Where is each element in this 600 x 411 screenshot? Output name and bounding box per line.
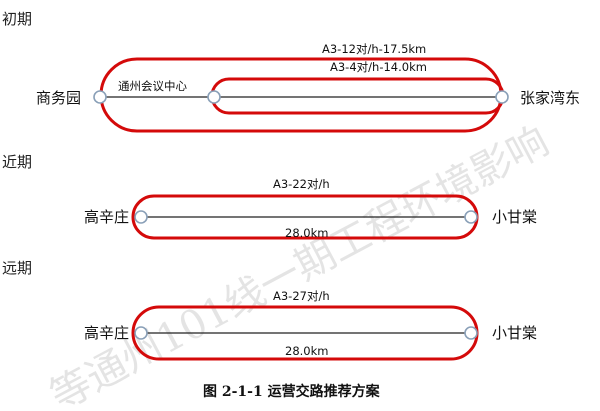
- station-label-gaoxinzhuang-near: 高辛庄: [84, 208, 129, 226]
- station-label-huiyizhongxin: 通州会议中心: [118, 79, 187, 93]
- station-node-huiyizhongxin: [207, 90, 221, 104]
- phase-far-label: 远期: [2, 259, 32, 277]
- phase-far: 远期 A3-27对/h 高辛庄 小甘棠 28.0km: [2, 259, 537, 361]
- station-label-xiaogantang-far: 小甘棠: [492, 324, 537, 342]
- station-node-xiaogantang-far: [464, 326, 478, 340]
- station-node-zhangjiawandong: [495, 90, 509, 104]
- credit-text: 知乎 @西南城市规划技术: [418, 381, 576, 398]
- station-node-gaoxinzhuang-far: [134, 326, 148, 340]
- station-node-shangwuyuan: [93, 90, 107, 104]
- station-label-zhangjiawandong: 张家湾东: [520, 89, 580, 107]
- watermark-text: 等通州101线一期工程环境影响: [43, 118, 556, 411]
- station-node-xiaogantang-near: [464, 210, 478, 224]
- route-initial-inner-loop: [210, 77, 505, 115]
- phase-initial-label: 初期: [2, 10, 32, 28]
- route-initial-outer-loop: [99, 57, 503, 133]
- route-far-label: A3-27对/h: [273, 289, 330, 303]
- phase-near-label: 近期: [2, 153, 32, 171]
- phase-near: 近期 A3-22对/h 高辛庄 小甘棠 28.0km: [2, 153, 537, 240]
- station-label-shangwuyuan: 商务园: [36, 89, 81, 107]
- route-initial-outer-label: A3-12对/h-17.5km: [322, 42, 426, 56]
- distance-far-label: 28.0km: [285, 344, 328, 358]
- route-initial-inner-label: A3-4对/h-14.0km: [330, 60, 427, 74]
- station-label-xiaogantang-near: 小甘棠: [492, 208, 537, 226]
- station-node-gaoxinzhuang-near: [134, 210, 148, 224]
- station-label-gaoxinzhuang-far: 高辛庄: [84, 324, 129, 342]
- phase-initial: 初期 A3-12对/h-17.5km A3-4对/h-14.0km 商务园 通州…: [2, 10, 580, 133]
- distance-near-label: 28.0km: [285, 226, 328, 240]
- route-near-label: A3-22对/h: [273, 177, 330, 191]
- figure-caption: 图 2-1-1 运营交路推荐方案: [203, 383, 381, 400]
